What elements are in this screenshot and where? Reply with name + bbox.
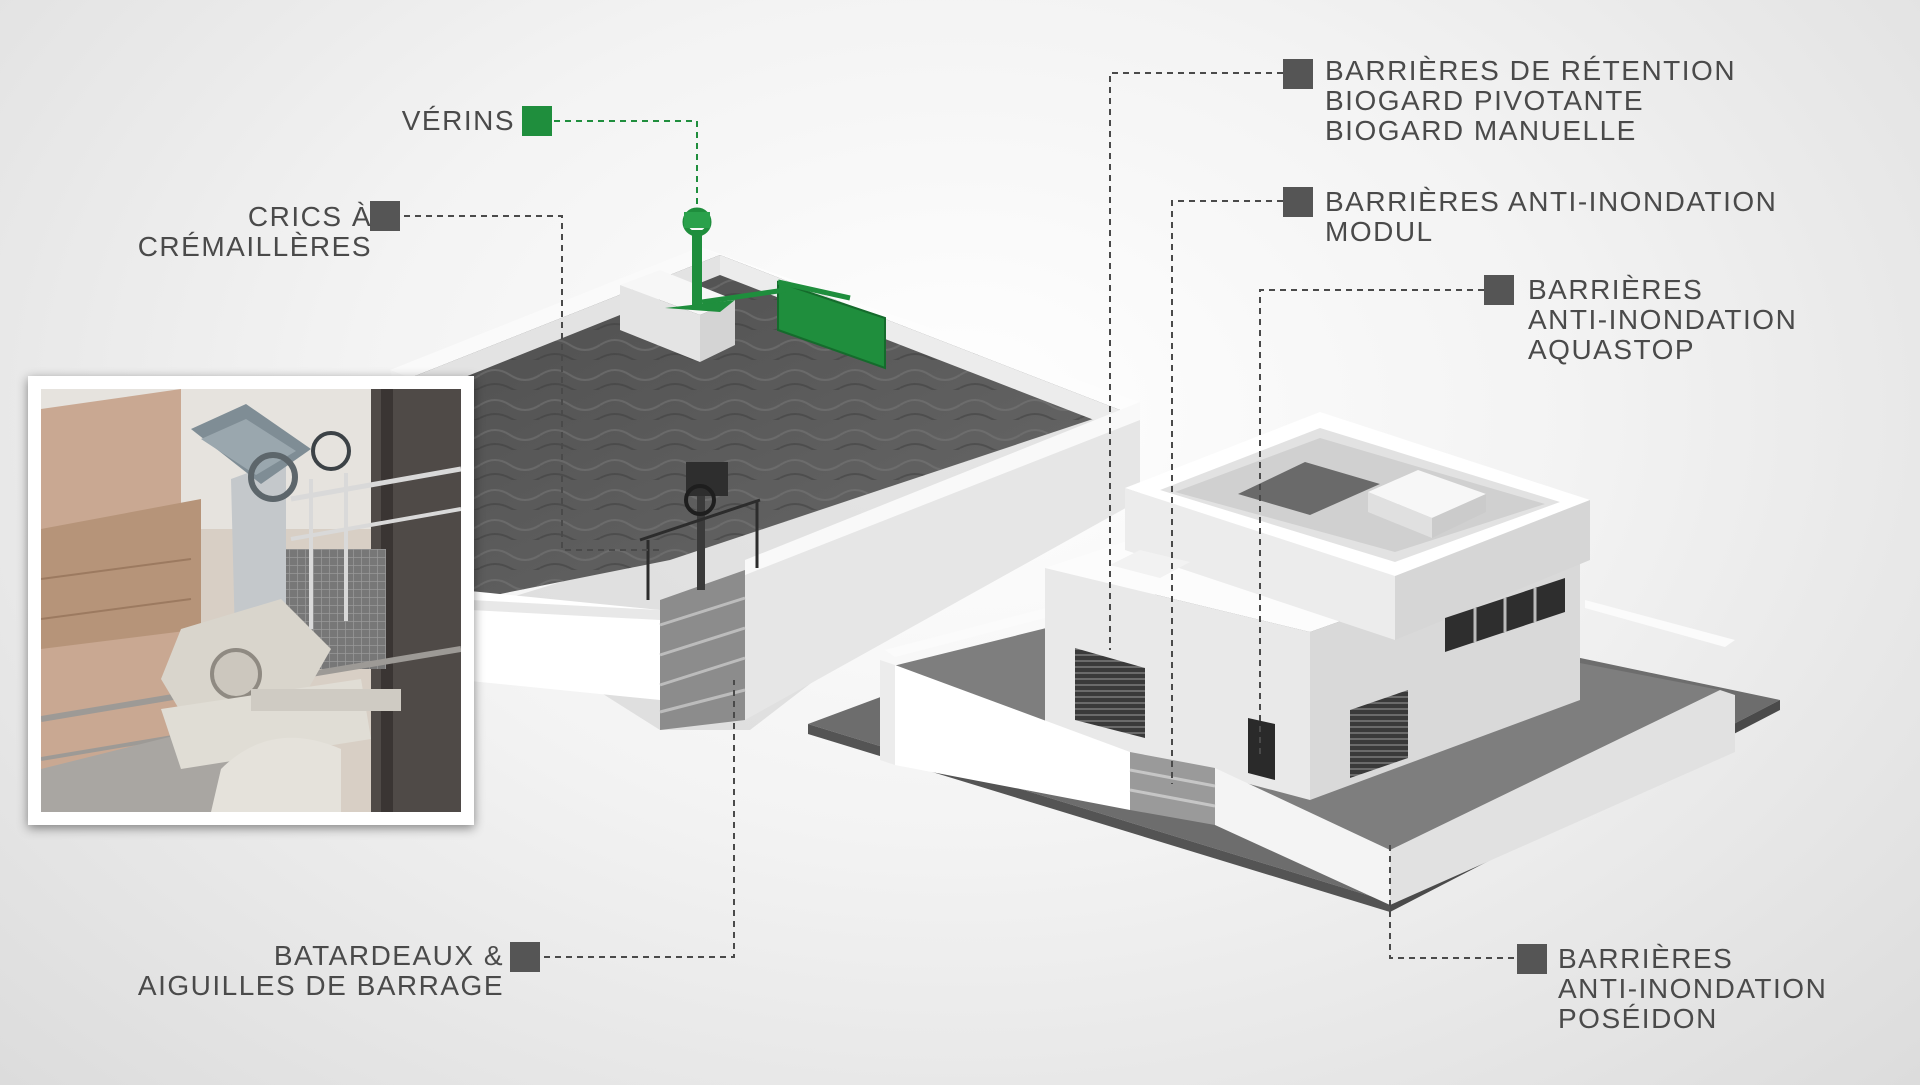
label-line: AIGUILLES DE BARRAGE [137,970,504,1001]
label-line: VÉRINS [401,105,515,136]
label-line: BARRIÈRES ANTI-INONDATION [1325,186,1778,217]
label-line: ANTI-INONDATION [1558,973,1828,1004]
label-verins[interactable]: VÉRINS [402,106,515,136]
label-line: POSÉIDON [1558,1003,1718,1034]
label-crics[interactable]: CRICS À CRÉMAILLÈRES [138,202,372,262]
label-line: CRICS À [247,201,372,232]
label-line: BARRIÈRES [1528,274,1704,305]
label-poseidon[interactable]: BARRIÈRES ANTI-INONDATION POSÉIDON [1558,944,1827,1034]
label-retention[interactable]: BARRIÈRES DE RÉTENTION BIOGARD PIVOTANTE… [1325,56,1736,146]
leader-retention [1109,72,1283,650]
label-line: BARRIÈRES DE RÉTENTION [1325,55,1737,86]
marker-batardeaux[interactable] [510,942,540,972]
label-aquastop[interactable]: BARRIÈRES ANTI-INONDATION AQUASTOP [1528,275,1797,365]
label-line: BATARDEAUX & [273,940,504,971]
rack-jack-photo-image [41,389,461,812]
label-line: AQUASTOP [1528,334,1696,365]
building-site [808,412,1780,912]
leader-batardeaux [544,680,735,958]
leader-lines [404,72,1514,959]
marker-verins[interactable] [522,106,552,136]
rack-jack [639,462,761,600]
inset-photo [28,376,474,825]
marker-poseidon[interactable] [1517,944,1547,974]
leader-modul [1171,200,1283,784]
leader-poseidon [1389,840,1514,959]
leader-aquastop [1259,289,1484,755]
label-modul[interactable]: BARRIÈRES ANTI-INONDATION MODUL [1325,187,1777,247]
label-line: ANTI-INONDATION [1528,304,1798,335]
marker-aquastop[interactable] [1484,275,1514,305]
leader-verins [554,120,698,208]
verin-actuator [665,207,786,312]
marker-modul[interactable] [1283,187,1313,217]
label-batardeaux[interactable]: BATARDEAUX & AIGUILLES DE BARRAGE [138,941,504,1001]
label-line: BARRIÈRES [1558,943,1734,974]
label-line: BIOGARD MANUELLE [1325,115,1637,146]
label-line: BIOGARD PIVOTANTE [1325,85,1645,116]
stoplog-gate [659,570,746,730]
marker-retention[interactable] [1283,59,1313,89]
label-line: CRÉMAILLÈRES [137,231,372,262]
leader-crics [404,215,660,551]
marker-crics[interactable] [370,201,400,231]
label-line: MODUL [1325,216,1434,247]
